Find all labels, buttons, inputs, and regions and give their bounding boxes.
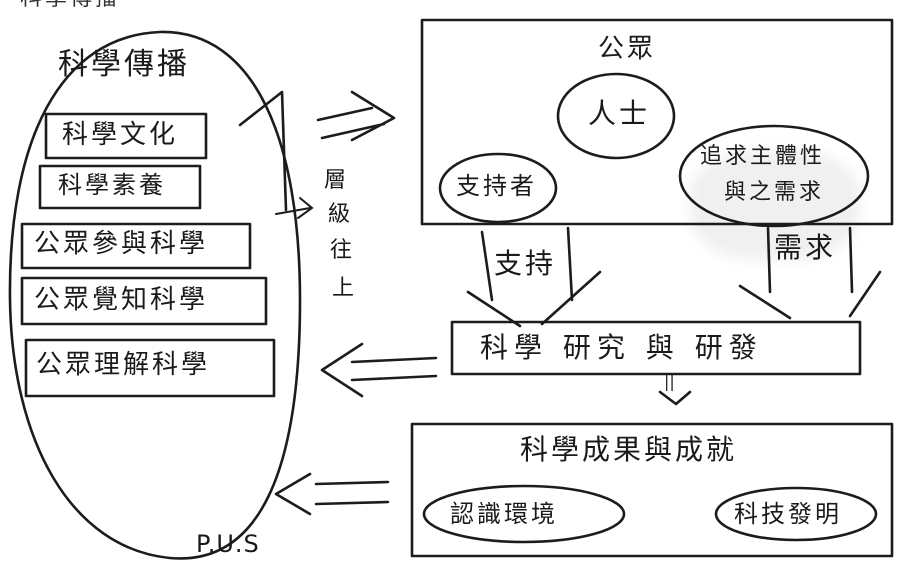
people-label: 人士 <box>588 97 651 130</box>
seekers-bubble <box>678 124 870 228</box>
invention-label: 科技發明 <box>734 500 842 528</box>
science-communication-oval <box>8 30 302 560</box>
item-label-1: 科學文化 <box>62 120 179 150</box>
results-box <box>410 422 894 558</box>
invention-bubble <box>714 486 878 542</box>
people-bubble <box>556 72 676 160</box>
support-label: 支持 <box>494 247 557 280</box>
item-box-5 <box>24 338 276 398</box>
note-arrow <box>275 197 314 219</box>
down-arrow-mark: || <box>664 372 675 391</box>
public-title: 公眾 <box>598 34 657 64</box>
item-label-3: 公眾參與科學 <box>34 229 209 259</box>
item-box-3 <box>20 222 252 270</box>
environment-label: 認識環境 <box>450 500 558 528</box>
down-arrow <box>658 390 692 406</box>
item-box-4 <box>20 276 268 326</box>
seekers-label-line1: 追求主體性 <box>700 144 826 169</box>
pencil-shading <box>690 150 860 260</box>
environment-bubble <box>422 484 626 544</box>
demand-bracket <box>766 226 854 294</box>
research-box <box>450 320 862 376</box>
double-arrow-top <box>316 90 396 142</box>
note-char-2: 級 <box>328 202 354 227</box>
public-box <box>420 18 894 226</box>
demand-arrow-right <box>848 270 882 318</box>
oval-title: 科學傳播 <box>58 47 190 82</box>
support-arrow-left <box>466 290 522 328</box>
demand-arrow-left <box>738 284 792 320</box>
item-box-1 <box>44 112 208 160</box>
upward-arrow <box>238 90 288 212</box>
note-char-1: 層 <box>324 168 350 193</box>
support-group-label: 支持者 <box>456 172 537 200</box>
note-char-3: 往 <box>330 238 356 263</box>
double-arrow-bottom <box>274 472 390 516</box>
demand-label: 需求 <box>774 231 837 264</box>
seekers-label-line2: 與之需求 <box>724 180 825 205</box>
item-label-4: 公眾覺知科學 <box>34 285 209 315</box>
pus-label: P.U.S <box>196 530 260 558</box>
support-bracket <box>480 226 574 302</box>
support-group-bubble <box>438 152 558 224</box>
item-label-2: 科學素養 <box>58 171 166 199</box>
results-title: 科學成果與成就 <box>520 433 738 466</box>
support-arrow-right <box>540 270 602 326</box>
item-box-2 <box>38 164 202 210</box>
double-arrow-middle <box>320 342 438 398</box>
note-char-4: 上 <box>332 276 358 301</box>
item-label-5: 公眾理解科學 <box>36 350 211 380</box>
header-fragment: 科學傳播 <box>20 0 120 10</box>
research-label: 科學 研究 與 研發 <box>480 331 763 364</box>
